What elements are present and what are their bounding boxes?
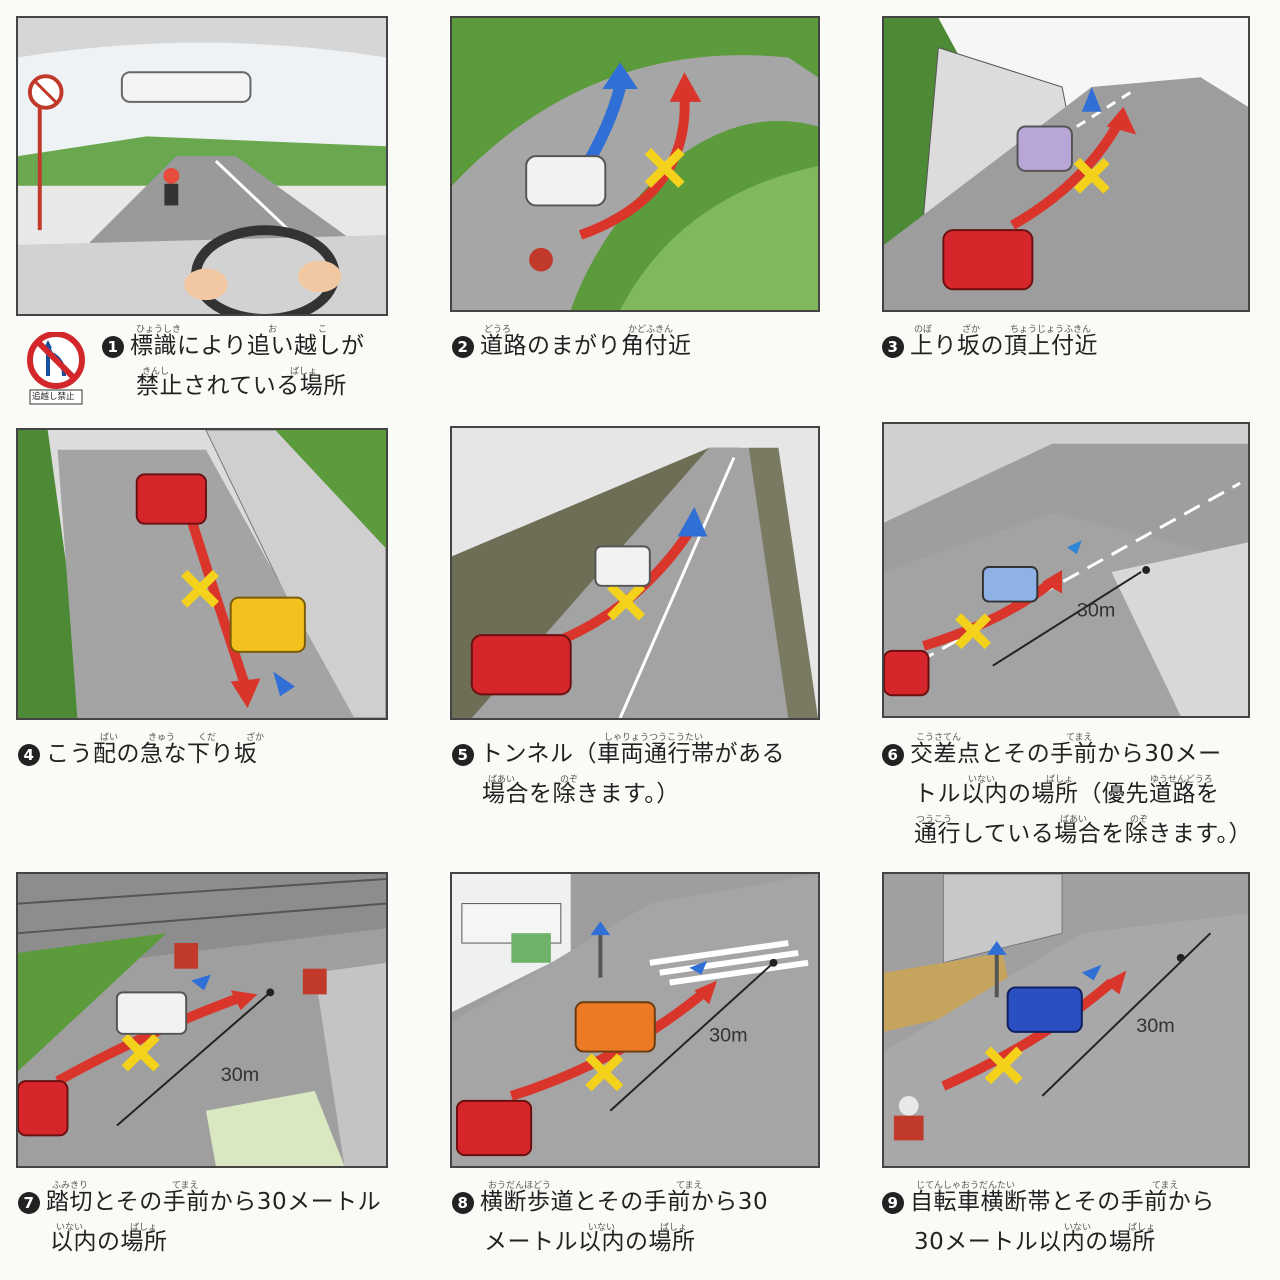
caption-5: 5 トンネル（車両通行帯がある 場合を除きます。） xyxy=(452,734,785,814)
illustration-1-no-passing-sign xyxy=(16,16,388,316)
caption-6: 6 交差点とその手前から30メー トル以内の場所（優先道路を 通行している場合を除… xyxy=(882,734,1252,854)
caption-text: メートル以内の場所 xyxy=(484,1229,696,1255)
ruby: お xyxy=(268,325,278,335)
no-passing-sign-icon: 追越し禁止 xyxy=(26,331,86,406)
ruby: ばあい xyxy=(1060,815,1088,825)
ruby: のぞ xyxy=(560,775,579,785)
ruby: のぞ xyxy=(1130,815,1149,825)
caption-3: 3 上り坂の頂上付近 xyxy=(882,326,1098,366)
caption-text: こう配の急な下り坂 xyxy=(46,741,258,767)
ruby: ふみきり xyxy=(52,1181,89,1191)
ruby: おうだんほどう xyxy=(488,1181,552,1191)
illustration-5-tunnel xyxy=(450,426,820,720)
caption-text: 交差点とその手前から30メー xyxy=(910,741,1222,767)
sign-label: 追越し禁止 xyxy=(32,392,75,402)
caption-text: トル以内の場所（優先道路を xyxy=(914,781,1220,807)
number-badge: 3 xyxy=(882,335,904,358)
caption-7: 7 踏切とその手前から30メートル 以内の場所 xyxy=(18,1182,381,1262)
ruby: ざか xyxy=(246,733,265,743)
caption-text: 踏切とその手前から30メートル xyxy=(46,1189,382,1215)
ruby: ばしょ xyxy=(290,367,318,377)
distance-label-30m: 30m xyxy=(1136,1015,1174,1037)
caption-text: 30メートル以内の場所 xyxy=(914,1229,1156,1255)
ruby: ばあい xyxy=(488,775,516,785)
caption-text: 標識により追い越しが xyxy=(130,333,365,359)
ruby: いない xyxy=(968,775,996,785)
caption-text: 道路のまがり角付近 xyxy=(480,333,692,359)
ruby: てまえ xyxy=(1152,1181,1179,1191)
ruby: じてんしゃおうだんたい xyxy=(916,1181,1016,1191)
ruby: てまえ xyxy=(172,1181,199,1191)
ruby: しゃりょうつうこうたい xyxy=(604,733,704,743)
ruby: こうさてん xyxy=(916,733,962,743)
caption-text: 禁止されている場所 xyxy=(136,373,347,399)
caption-text: 場合を除きます。） xyxy=(482,781,680,807)
caption-text: トンネル（車両通行帯がある xyxy=(480,741,786,767)
ruby: ばしょ xyxy=(1128,1223,1156,1233)
caption-8: 8 横断歩道とその手前から30 メートル以内の場所 xyxy=(452,1182,768,1262)
caption-1: 1 標識により追い越しが 禁止されている場所 xyxy=(102,326,365,406)
ruby: てまえ xyxy=(1066,733,1093,743)
number-badge: 2 xyxy=(452,335,474,358)
ruby: ざか xyxy=(962,325,981,335)
distance-label-30m: 30m xyxy=(1077,599,1115,621)
ruby: いない xyxy=(588,1223,616,1233)
distance-label-30m: 30m xyxy=(709,1025,747,1047)
caption-text: 通行している場合を除きます。） xyxy=(914,821,1253,847)
ruby: こ xyxy=(318,325,328,335)
illustration-8-pedestrian-crossing: 30m xyxy=(450,872,820,1168)
ruby: きゅう xyxy=(148,733,176,743)
ruby: つうこう xyxy=(916,815,953,825)
ruby: いない xyxy=(56,1223,84,1233)
illustration-7-railway-crossing: 30m xyxy=(16,872,388,1168)
number-badge: 7 xyxy=(18,1191,40,1214)
ruby: ばい xyxy=(100,733,119,743)
caption-line: 1 標識により追い越しが xyxy=(102,326,365,366)
illustration-6-intersection: 30m xyxy=(882,422,1250,718)
caption-9: 9 自転車横断帯とその手前から 30メートル以内の場所 xyxy=(882,1182,1215,1262)
illustration-3-hilltop xyxy=(882,16,1250,312)
ruby: ひょうしき xyxy=(136,325,182,335)
ruby: てまえ xyxy=(676,1181,703,1191)
number-badge: 9 xyxy=(882,1191,904,1214)
caption-text: 上り坂の頂上付近 xyxy=(910,333,1098,359)
caption-text: 横断歩道とその手前から30 xyxy=(480,1189,769,1215)
ruby: いない xyxy=(1064,1223,1092,1233)
number-badge: 1 xyxy=(102,335,124,358)
ruby: ちょうじょうふきん xyxy=(1010,325,1092,335)
number-badge: 8 xyxy=(452,1191,474,1214)
illustration-2-curve xyxy=(450,16,820,312)
caption-text: 自転車横断帯とその手前から xyxy=(910,1189,1215,1215)
ruby: ゆうせんどうろ xyxy=(1150,775,1213,785)
distance-label-30m: 30m xyxy=(221,1064,259,1086)
ruby: のぼ xyxy=(914,325,933,335)
ruby: ばしょ xyxy=(1046,775,1074,785)
ruby: くだ xyxy=(198,733,217,743)
number-badge: 6 xyxy=(882,743,904,766)
ruby: どうろ xyxy=(484,325,512,335)
caption-2: 2 道路のまがり角付近 xyxy=(452,326,692,366)
illustration-4-steep-downhill xyxy=(16,428,388,720)
ruby: ばしょ xyxy=(130,1223,158,1233)
illustration-9-bicycle-crossing: 30m xyxy=(882,872,1250,1168)
number-badge: 5 xyxy=(452,743,474,766)
caption-4: 4 こう配の急な下り坂 xyxy=(18,734,258,774)
ruby: かどふきん xyxy=(628,325,674,335)
ruby: きんし xyxy=(142,367,170,377)
number-badge: 4 xyxy=(18,743,40,766)
ruby: ばしょ xyxy=(660,1223,688,1233)
caption-text: 以内の場所 xyxy=(50,1229,168,1255)
